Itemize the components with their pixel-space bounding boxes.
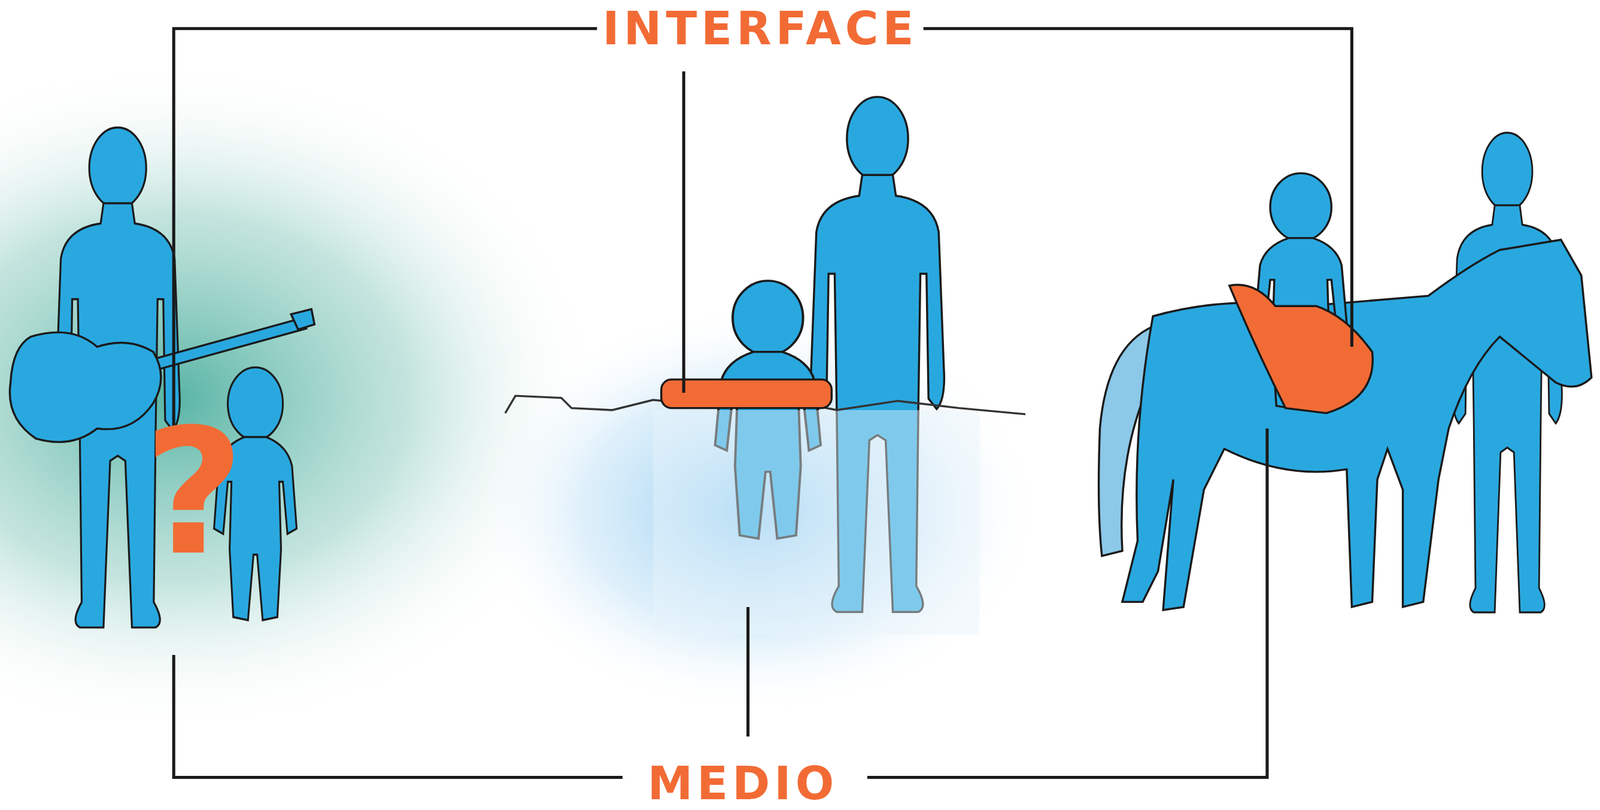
guitar-scene xyxy=(9,127,315,628)
bracket-lines xyxy=(173,28,1352,778)
guitar-neck xyxy=(153,318,307,370)
interface-bracket xyxy=(923,28,1353,348)
horse-scene xyxy=(1098,132,1592,613)
horse xyxy=(1122,239,1592,610)
medio-leader xyxy=(746,606,750,737)
guitar-head xyxy=(290,308,315,330)
medio-bracket xyxy=(173,654,623,777)
interface-leader xyxy=(682,71,686,393)
medio-bracket xyxy=(867,428,1268,778)
guitar-body xyxy=(9,332,162,442)
interface-bracket xyxy=(173,28,597,434)
green-glow xyxy=(0,61,603,735)
water-veil xyxy=(653,410,980,635)
interface-heading: INTERFACE xyxy=(602,5,919,52)
medio-heading: MEDIO xyxy=(647,760,839,807)
float-ring xyxy=(661,379,833,409)
question-mark: ? xyxy=(143,405,245,580)
